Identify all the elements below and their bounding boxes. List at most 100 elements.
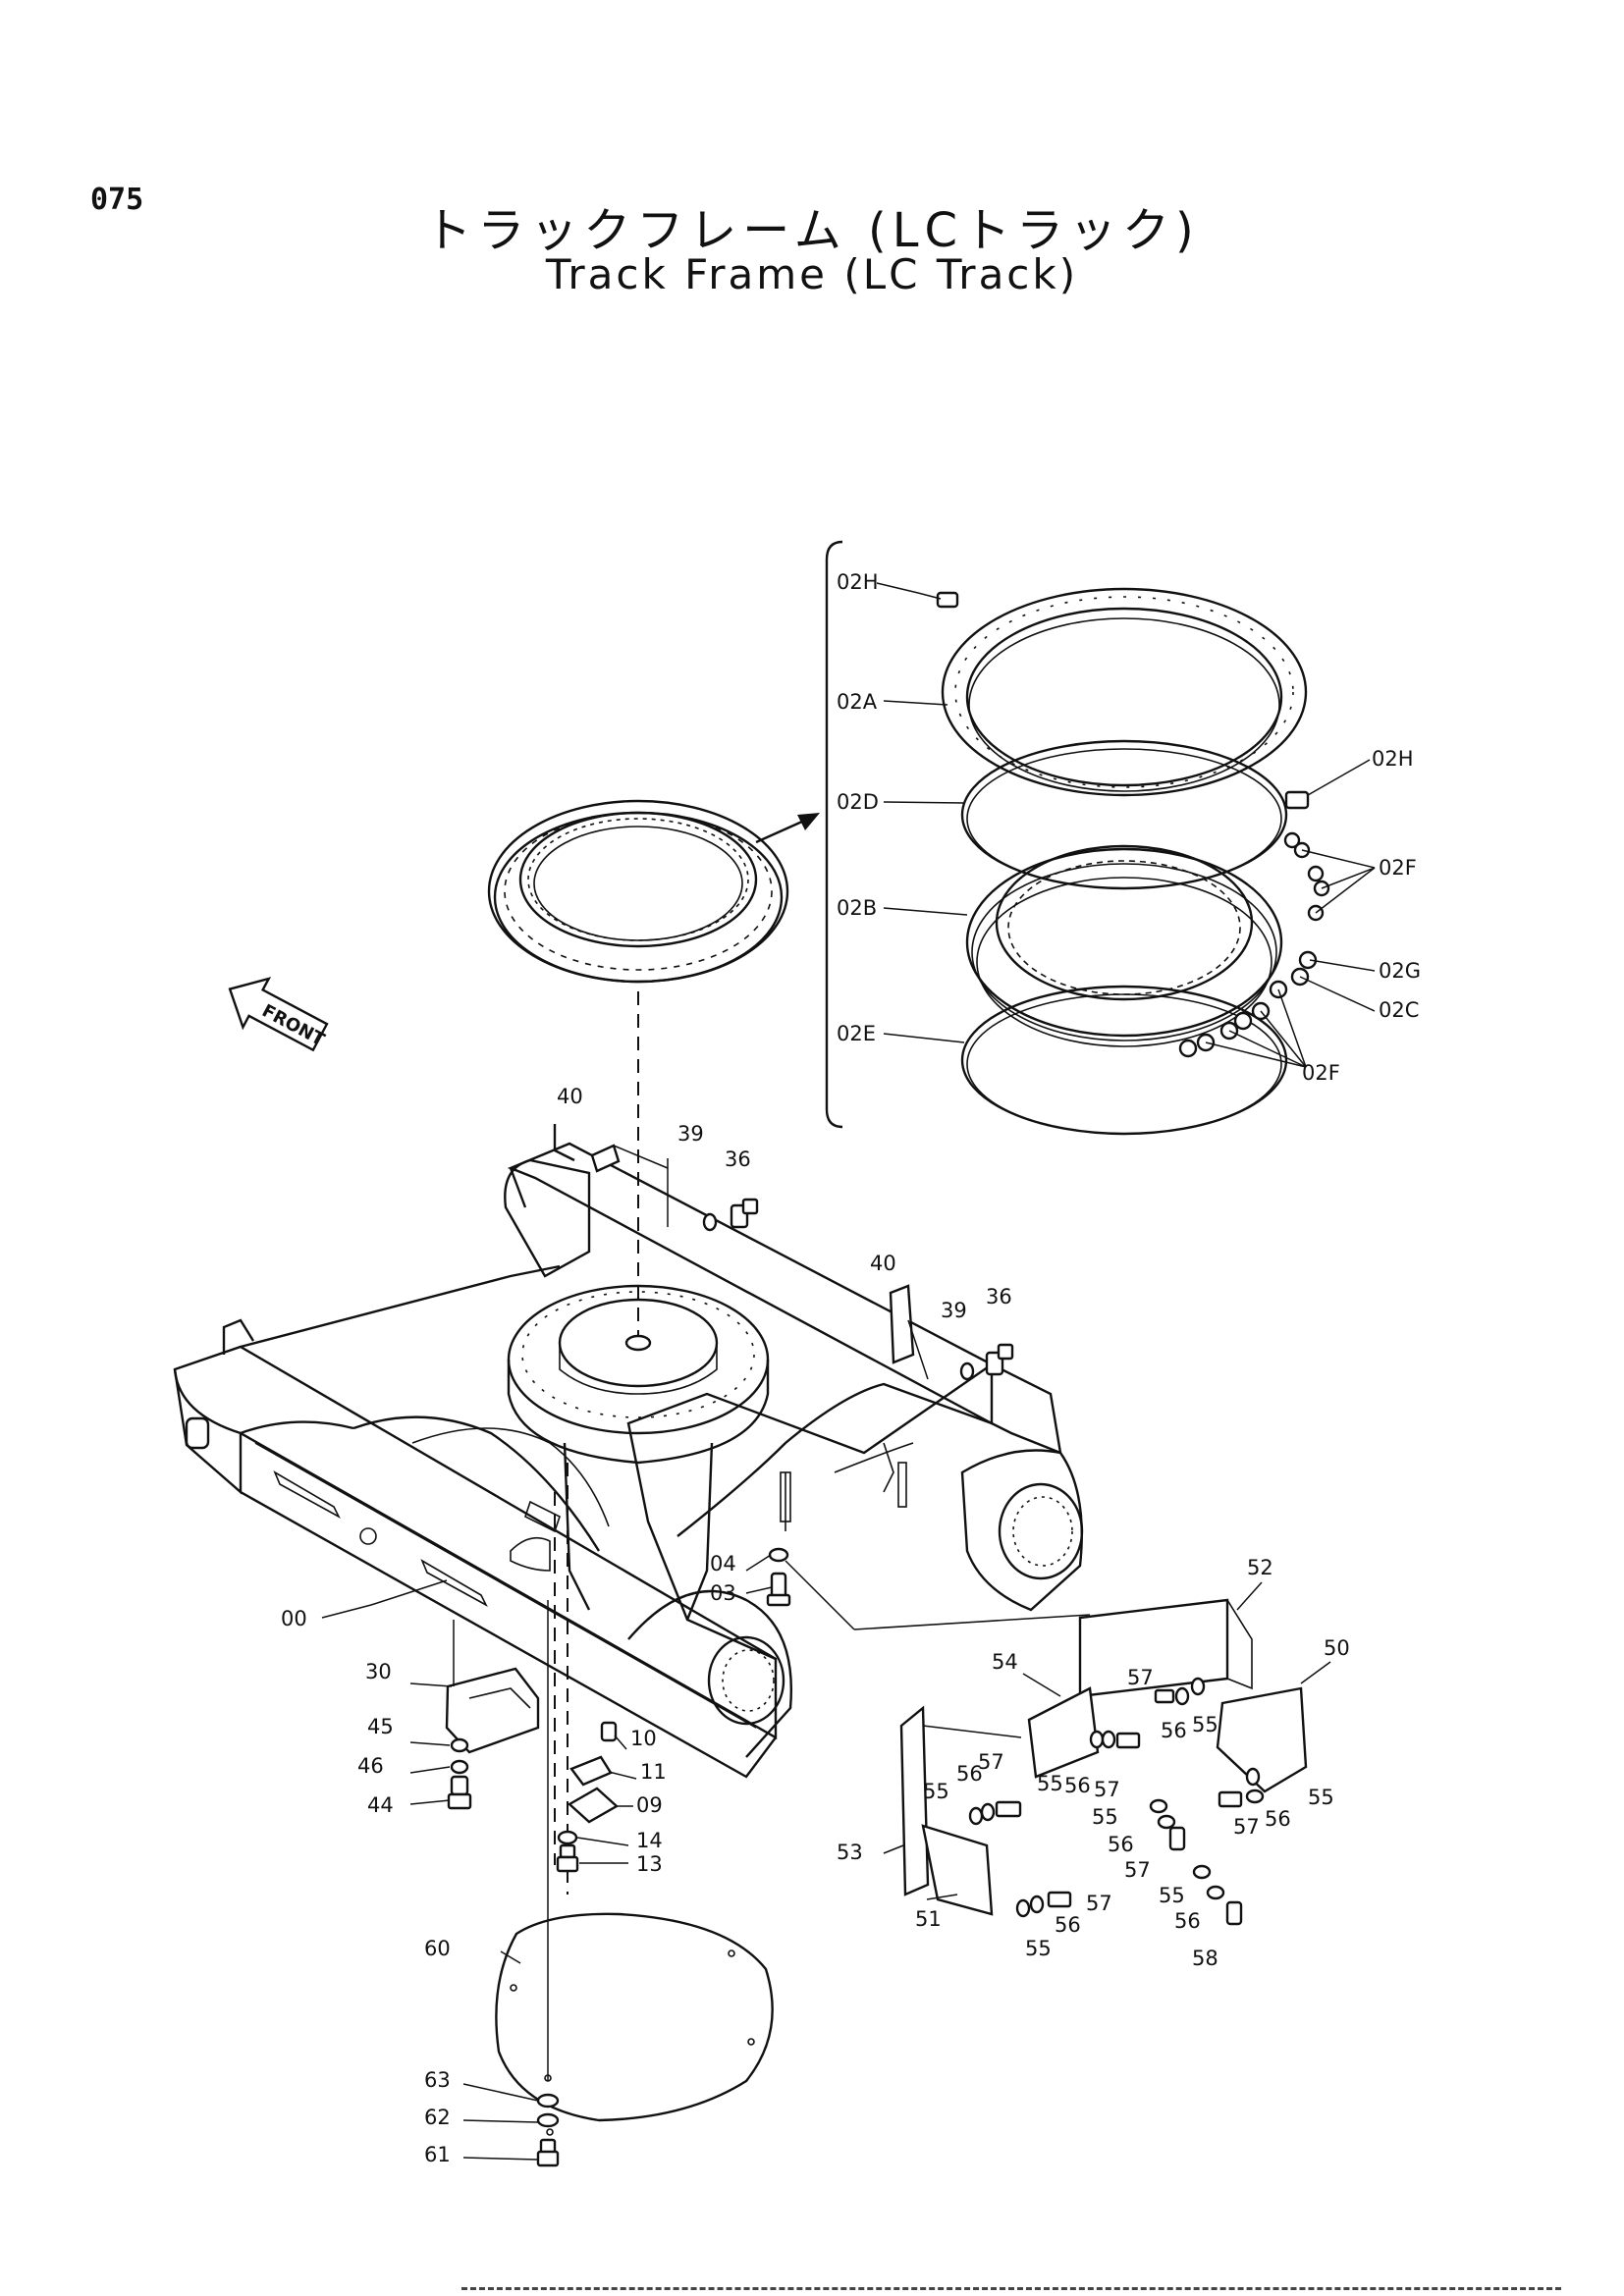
callout-55-e: 55 — [1159, 1884, 1185, 1907]
arrow-head — [797, 813, 820, 830]
callout-10: 10 — [630, 1727, 657, 1750]
callout-60: 60 — [424, 1937, 451, 1960]
step-30 — [445, 1620, 540, 1754]
seal-02E — [960, 985, 1288, 1136]
callout-56-b: 56 — [1064, 1774, 1091, 1797]
callout-56-d: 56 — [1108, 1833, 1134, 1856]
callout-56-c: 56 — [956, 1762, 983, 1786]
balls-02F-02G-02C — [1178, 831, 1330, 1058]
washer-14 — [557, 1830, 578, 1845]
callout-02E: 02E — [837, 1022, 876, 1045]
bracket-40-right — [889, 1284, 929, 1380]
callout-02H-top: 02H — [837, 570, 879, 594]
callout-00: 00 — [281, 1607, 307, 1630]
bolt-61 — [536, 2138, 560, 2167]
callout-55-d: 55 — [1092, 1805, 1118, 1829]
washer-46 — [450, 1759, 469, 1775]
bolt-44 — [447, 1775, 472, 1810]
callout-53: 53 — [837, 1841, 863, 1864]
callout-39-left: 39 — [677, 1122, 704, 1146]
front-arrow: FRONT — [228, 977, 329, 1052]
title-english: Track Frame (LC Track) — [545, 250, 1079, 298]
callout-62: 62 — [424, 2106, 451, 2129]
callout-57-f: 57 — [1233, 1815, 1260, 1839]
callout-13: 13 — [636, 1852, 663, 1876]
guide-50 — [1216, 1686, 1308, 1793]
callout-57-c: 57 — [978, 1750, 1004, 1774]
callout-02A: 02A — [837, 690, 878, 714]
washer-39-left — [702, 1212, 718, 1232]
callout-02F-top: 02F — [1379, 856, 1417, 880]
swing-bearing-assembled — [487, 799, 789, 984]
callout-04: 04 — [710, 1552, 736, 1575]
callout-02F-bottom: 02F — [1302, 1061, 1340, 1085]
plate-11 — [569, 1755, 613, 1787]
bolt-36-right — [985, 1343, 1014, 1376]
grease-fitting-02H-right — [1284, 790, 1310, 810]
footer-rule — [461, 2287, 1561, 2290]
guide-fasteners — [968, 1677, 1265, 1926]
washer-62 — [536, 2112, 560, 2128]
callout-50: 50 — [1324, 1636, 1350, 1660]
callout-02B: 02B — [837, 896, 877, 920]
callout-56-a: 56 — [1161, 1719, 1187, 1742]
callout-02H-right: 02H — [1372, 747, 1414, 771]
guide-52 — [1078, 1598, 1253, 1698]
callout-55-f: 55 — [1308, 1786, 1334, 1809]
guide-53 — [899, 1705, 1022, 1896]
guide-51 — [921, 1824, 994, 1916]
callout-54: 54 — [992, 1650, 1018, 1674]
callout-55-g: 55 — [1025, 1937, 1052, 1960]
callout-57-g: 57 — [1086, 1892, 1112, 1915]
callout-56-f: 56 — [1265, 1807, 1291, 1831]
callout-56-g: 56 — [1055, 1913, 1081, 1937]
bolt-03 — [766, 1572, 791, 1607]
seal-02D — [960, 739, 1288, 890]
guide-54 — [1027, 1686, 1100, 1779]
callout-46: 46 — [357, 1754, 384, 1778]
callout-44: 44 — [367, 1793, 394, 1817]
callout-02D: 02D — [837, 790, 879, 814]
washer-45 — [450, 1737, 469, 1753]
callout-leaders — [321, 1554, 1331, 2161]
callout-02C: 02C — [1379, 998, 1419, 1022]
callout-57-d: 57 — [1124, 1858, 1151, 1882]
callout-11: 11 — [640, 1760, 667, 1784]
washer-04 — [768, 1547, 789, 1563]
callout-36-right: 36 — [986, 1285, 1012, 1308]
bracket-40-left — [590, 1144, 669, 1227]
group-bracket — [825, 540, 843, 1129]
callout-55-a: 55 — [1192, 1713, 1218, 1736]
callout-63: 63 — [424, 2068, 451, 2092]
outer-ring-02A — [941, 587, 1308, 797]
callout-61: 61 — [424, 2143, 451, 2166]
callout-30: 30 — [365, 1660, 392, 1683]
inner-ring-02B — [965, 844, 1283, 1047]
fitting-10 — [600, 1721, 618, 1742]
washer-63 — [536, 2093, 560, 2109]
callout-55-b: 55 — [1037, 1772, 1063, 1795]
callout-52: 52 — [1247, 1556, 1273, 1579]
callout-56-e: 56 — [1174, 1909, 1201, 1933]
callout-58: 58 — [1192, 1947, 1218, 1970]
callout-51: 51 — [915, 1907, 942, 1931]
washer-39-right — [959, 1362, 975, 1381]
callout-03: 03 — [710, 1581, 736, 1605]
grease-fitting-02H-top — [917, 591, 959, 609]
callout-39-right: 39 — [941, 1299, 967, 1322]
title-japanese: トラックフレーム (LCトラック) — [424, 203, 1200, 258]
callout-36-left: 36 — [725, 1148, 751, 1171]
callout-55-c: 55 — [923, 1780, 949, 1803]
callout-57-a: 57 — [1127, 1666, 1154, 1689]
plate-09 — [567, 1787, 620, 1824]
bolt-36-left — [730, 1198, 759, 1229]
bolt-13 — [556, 1843, 579, 1873]
callout-02G: 02G — [1379, 959, 1421, 983]
callout-14: 14 — [636, 1829, 663, 1852]
page-number: 075 — [90, 183, 144, 217]
callout-40-right: 40 — [870, 1252, 896, 1275]
callout-45: 45 — [367, 1715, 394, 1738]
track-frame-00 — [173, 1124, 1084, 1779]
callout-09: 09 — [636, 1793, 663, 1817]
